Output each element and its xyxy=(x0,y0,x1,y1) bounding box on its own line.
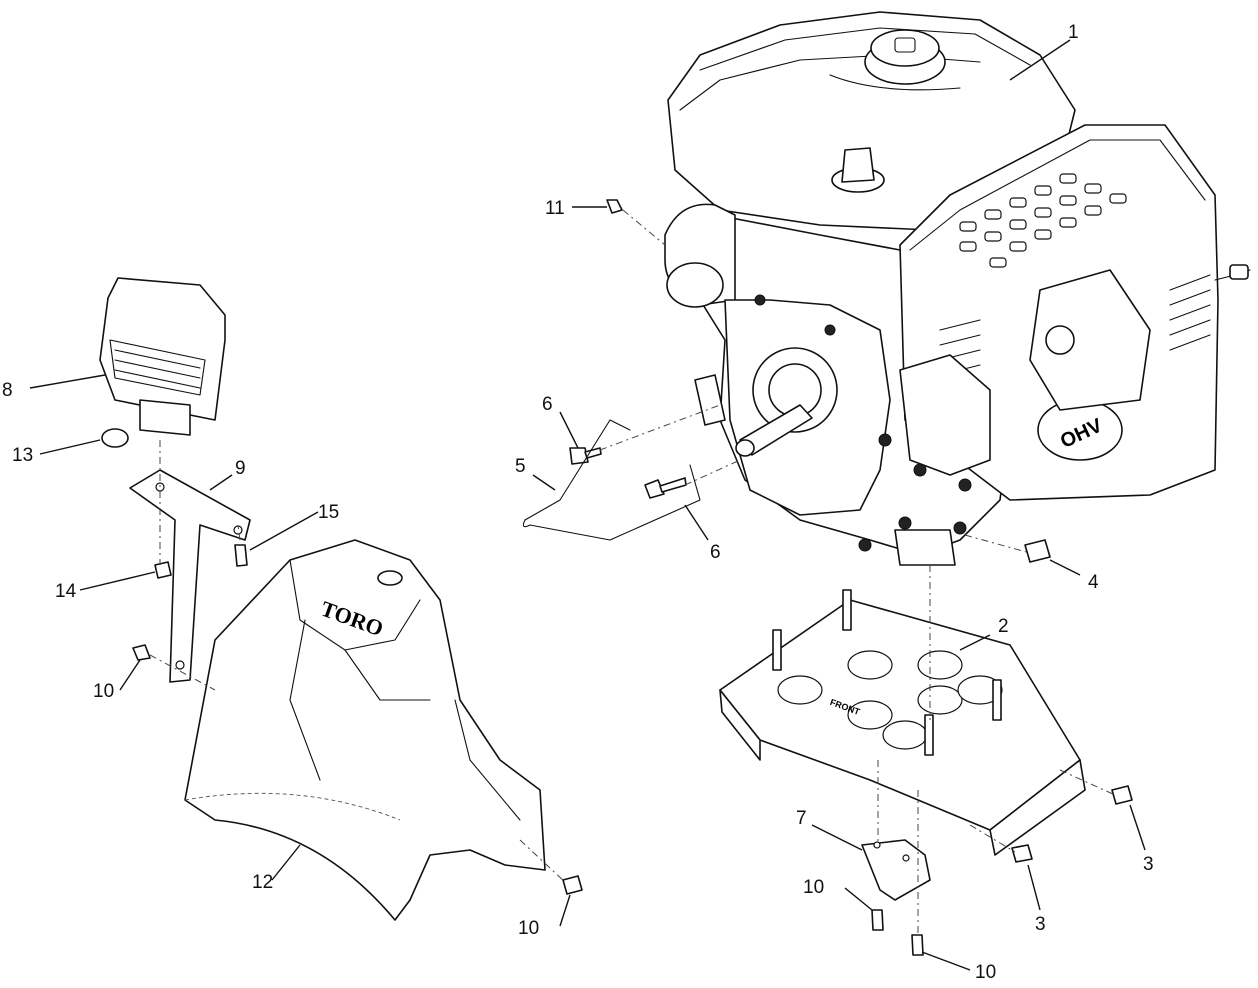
callout-10: 10 xyxy=(975,962,996,983)
callout-8: 8 xyxy=(2,380,13,401)
callout-3: 3 xyxy=(1143,854,1154,875)
callout-10: 10 xyxy=(93,681,114,702)
callout-11: 11 xyxy=(545,198,565,219)
callout-2: 2 xyxy=(998,616,1009,637)
rod-5 xyxy=(522,419,701,541)
bolts xyxy=(101,199,1133,956)
shroud-12: TORO xyxy=(184,539,546,921)
callout-14: 14 xyxy=(55,581,77,602)
callout-7: 7 xyxy=(796,808,807,829)
callout-3: 3 xyxy=(1035,914,1046,935)
callout-15: 15 xyxy=(318,502,339,523)
bracket-9 xyxy=(129,469,251,683)
callout-10: 10 xyxy=(518,918,539,939)
callout-6: 6 xyxy=(542,394,553,415)
callout-13: 13 xyxy=(12,445,33,466)
callout-12: 12 xyxy=(252,872,273,893)
callout-10: 10 xyxy=(803,877,824,898)
callout-4: 4 xyxy=(1088,572,1099,593)
leader-lines xyxy=(29,39,1146,971)
callout-1: 1 xyxy=(1068,22,1079,43)
callout-9: 9 xyxy=(235,458,246,479)
engine-mount-plate: FRONT xyxy=(719,589,1086,856)
center-lines xyxy=(149,209,1116,935)
headlight-8 xyxy=(99,277,226,436)
callout-numbers: 1 2 3 3 4 5 6 6 7 8 9 10 10 10 10 11 12 … xyxy=(2,22,1154,983)
cooling-fins xyxy=(939,274,1211,376)
vent-holes xyxy=(959,173,1127,268)
callout-6: 6 xyxy=(710,542,721,563)
engine-assembly: OHV xyxy=(664,11,1251,566)
bracket-7 xyxy=(861,839,931,901)
callout-5: 5 xyxy=(515,456,526,477)
